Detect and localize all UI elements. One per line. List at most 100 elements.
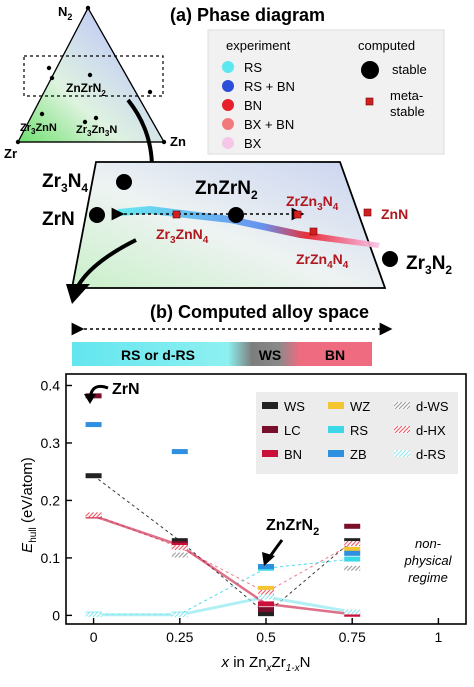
panel-a: (a) Phase diagram N2 Zr Zn ZnZrN2 Zr3ZnN… [4,4,452,304]
legend-entry-d-ws: d-WS [394,399,449,414]
mark-ws-2 [258,611,274,617]
legend-metastable-label-2: stable [390,104,425,119]
legend-label-d-rs: d-RS [416,447,446,462]
legend-entry-zb: ZB [328,447,367,462]
legend-entry-lc: LC [262,423,301,438]
phase-bar [72,342,372,366]
zoom-region [70,161,387,289]
legend-computed-header: computed [358,38,415,53]
x-tick-label-2: 0.5 [256,629,276,645]
y-axis-label: Ehull (eV/atom) [19,457,39,553]
marker-zr3n2 [382,251,398,267]
mark-wz-0 [258,585,274,591]
panel-b-header: (b) Computed alloy space RS or d-RS WS B… [71,302,393,366]
legend-exp-label-1: RS + BN [244,79,295,94]
legend-label-ws: WS [284,399,305,414]
legend-label-rs: RS [350,423,368,438]
series-line-ws [93,475,353,615]
mark-d-hx-3 [344,541,361,547]
mark-d-hx-0 [85,512,102,518]
vertex-label-zr: Zr [4,146,17,161]
legend-exp-label-0: RS [244,60,262,75]
mark-zb-0 [85,422,102,428]
legend-label-wz: WZ [350,399,370,414]
legend-label-d-hx: d-HX [416,423,446,438]
chart-legend-box [256,392,458,474]
marker-znn [363,208,372,217]
y-tick-label-1: 0.1 [41,550,61,566]
zoom-label-zrzn4n4: ZrZn4N4 [296,251,349,271]
mark-rs-3 [344,556,361,562]
legend-experiment-header: experiment [226,38,291,53]
x-tick-label-1: 0.25 [166,629,193,645]
annotation-znzrn2: ZnZrN2 [266,517,319,538]
mark-bn-2 [258,601,274,607]
legend-label-lc: LC [284,423,301,438]
legend-entry-ws: WS [262,399,305,414]
mark-ws-0 [85,473,102,479]
mark-wz-1 [344,546,361,552]
marker-zr3znn4 [172,210,181,219]
marker-zrzn3n4 [293,210,302,219]
legend-entry-d-rs: d-RS [394,447,446,462]
panel-a-title: (a) Phase diagram [170,5,325,25]
legend-exp-marker-1 [222,80,234,92]
mark-zb-3 [344,550,361,556]
zoom-label-zrzn3n4: ZrZn3N4 [286,193,339,213]
legend-exp-label-4: BX [244,136,262,151]
y-tick-label-3: 0.3 [41,435,61,451]
mark-zb-1 [171,449,188,455]
mark-zb-2 [258,564,274,570]
mark-ws-3 [344,538,361,544]
legend-exp-label-2: BN [244,98,262,113]
legend-stable-label: stable [392,62,427,77]
y-tick-label-2: 0.2 [41,492,61,508]
legend-label-zb: ZB [350,447,367,462]
legend-entry-rs: RS [328,423,368,438]
zoom-label-zr3znn4: Zr3ZnN4 [156,226,209,246]
series-line-d-hx [93,514,353,593]
vertex-label-zn: Zn [170,134,186,149]
panel-b-title: (b) Computed alloy space [150,302,369,322]
zoom-label-znn: ZnN [381,206,408,222]
legend-entry-wz: WZ [328,399,370,414]
zoom-label-zr3n2: Zr3N2 [406,253,452,277]
zoom-label-zrn: ZrN [42,209,75,230]
zoom-region-box [23,55,164,97]
legend-exp-marker-0 [222,61,234,73]
legend-exp-marker-3 [222,118,234,130]
legend-label-bn: BN [284,447,302,462]
marker-zrn [89,207,105,223]
mark-ws-1 [171,538,188,544]
y-tick-label-4: 0.4 [41,377,61,393]
tri-label-zr3znn: Zr3ZnN [20,122,57,136]
legend-metastable-marker [365,97,374,106]
mark-d-rs-1 [171,612,188,618]
x-tick-label-3: 0.75 [339,629,366,645]
legend-exp-marker-2 [222,99,234,111]
annotation-nonphysical-1: non- [415,536,442,551]
legend-exp-label-3: BX + BN [244,117,294,132]
legend-entry-bn: BN [262,447,302,462]
legend-entry-d-hx: d-HX [394,423,446,438]
x-tick-label-0: 0 [90,629,98,645]
phase-bar-label-rs: RS or d-RS [121,347,195,363]
mark-d-ws-0 [171,552,188,558]
tri-label-zr3zn3n: Zr3Zn3N [76,124,117,138]
mark-d-rs-0 [85,612,102,618]
mark-d-ws-2 [344,565,361,571]
legend-exp-marker-4 [222,137,234,149]
x-tick-label-4: 1 [435,629,443,645]
mark-d-hx-1 [171,545,188,551]
legend-label-d-ws: d-WS [416,399,449,414]
annotation-zrn: ZrN [112,381,140,398]
annotation-nonphysical-2: physical [404,553,453,568]
legend-stable-marker [361,61,379,79]
x-axis-label: x in ZnxZr1-xN [221,654,311,674]
phase-bar-label-ws: WS [259,347,282,363]
phase-bar-label-bn: BN [325,347,345,363]
mark-d-rs-3 [344,609,361,615]
zoom-label-znzrn2: ZnZrN2 [195,178,258,202]
series-line-d-rs [93,595,353,617]
